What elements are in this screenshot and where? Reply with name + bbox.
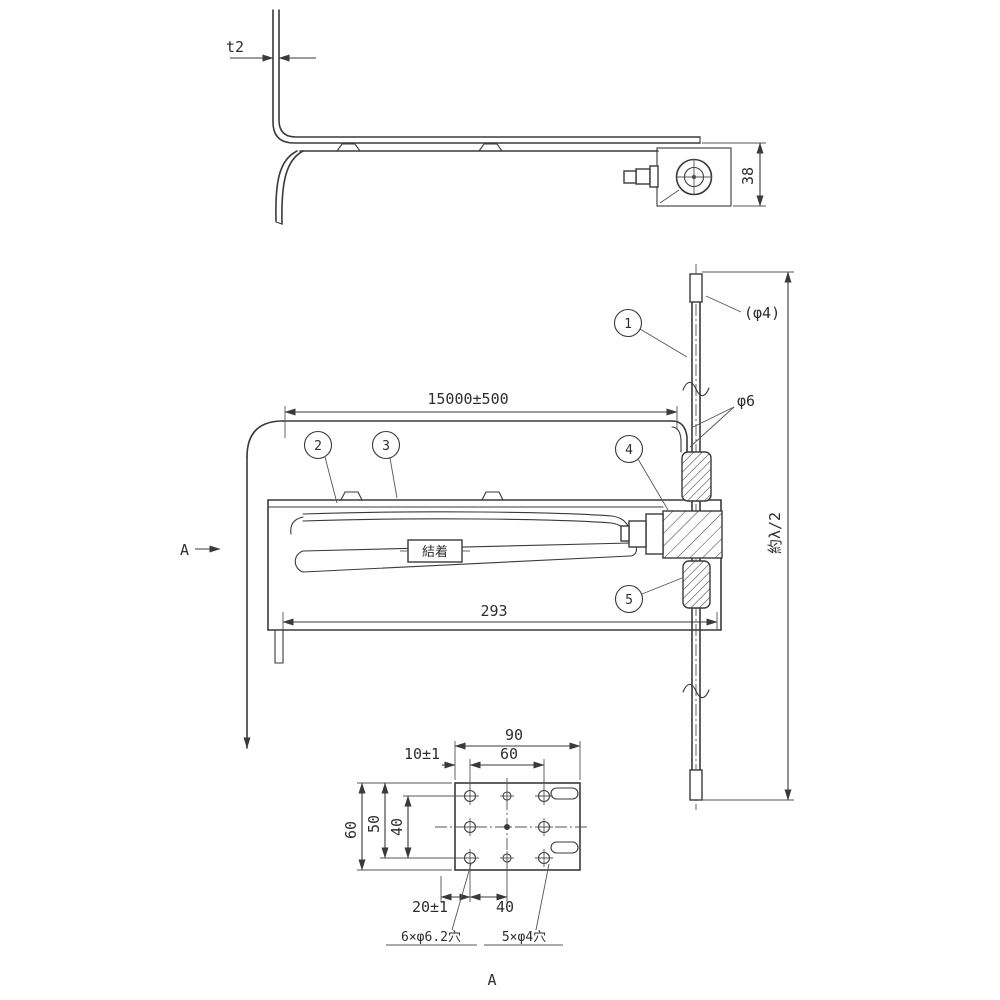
balloon-leader [639,328,688,358]
balloon-circle [613,308,643,338]
cable-run-top [302,511,630,528]
balloon-5: 5 [614,577,683,614]
balloon-2: 2 [303,430,338,504]
cable-length-dim-text: 15000±500 [427,390,508,408]
cable-clip [335,143,362,152]
svg-text:1: 1 [624,317,632,332]
tie-label-text: 結着 [422,544,448,560]
element-dia-text: (φ4) [744,304,780,322]
cable-run-bottom [302,518,630,534]
bracket-slot [294,542,638,573]
cable-dia-text: φ6 [737,392,755,410]
hole-large [461,818,479,836]
coax-connector-body [645,513,664,555]
flange-curve-inner [275,150,298,222]
plate-outline [454,782,581,871]
cable-fitting [649,165,659,188]
plate-inner-line [278,9,701,138]
ferrite-sleeve-upper [681,451,712,502]
element-top-cap [689,273,703,303]
col-pitch-dim-text: 40 [496,898,514,916]
edge-offset-top-text: 10±1 [404,745,440,763]
hole-large [461,849,479,867]
main-assembly-view: 15000±500 結着 293 A [180,264,794,810]
feeder-loop-drop-inner [671,426,682,453]
bracket-width-dim-text: 293 [480,602,507,620]
feeder-loop-corner [246,420,284,458]
break-mark [682,381,710,397]
leader-line [689,406,735,448]
leader-line [692,406,735,428]
height-dim-text: 60 [342,821,360,839]
flange-end-cap [275,221,283,225]
side-profile-view: t2 38 [226,9,766,225]
cable-clip [340,491,363,501]
coax-connector-stub [620,525,630,542]
leader-line [451,863,472,931]
width-dim-text: 90 [505,726,523,744]
inner-height-dim-text: 50 [365,815,383,833]
plate-outer-line [272,9,701,144]
slot-hole [550,787,579,800]
cable-fitting [623,170,637,184]
edge-offset-bottom-text: 20±1 [412,898,448,916]
detail-view-a: 90 60 10±1 60 50 40 20±1 40 6×φ6.2穴 5×φ4… [342,726,590,989]
hole-large [535,818,553,836]
hole-small [500,789,514,803]
balloon-circle [614,584,644,614]
balloon-leader [637,458,669,511]
balloon-leader [324,456,338,504]
cable-end-curl [290,516,304,535]
view-label-text: A [487,971,496,989]
balloon-leader [389,457,398,499]
leader-line [535,863,550,931]
balloon-3: 3 [371,430,401,499]
hole-span-dim-text: 60 [500,745,518,763]
hole-grid [461,787,553,867]
balloon-leader [641,577,683,595]
hole-center [504,824,510,830]
svg-text:3: 3 [382,439,390,454]
row-pitch-dim-text: 40 [388,818,406,836]
balloon-circle [371,430,401,460]
thickness-dim-text: t2 [226,38,244,56]
feeder-loop-drop-outer [671,420,688,453]
large-holes-note-text: 6×φ6.2穴 [401,930,461,945]
cable-clip [477,143,504,152]
hole-small [500,851,514,865]
section-arrow-text: A [180,541,189,559]
element-bottom-cap [689,769,703,801]
cable-fitting [635,168,651,185]
small-holes-note-text: 5×φ4穴 [502,930,546,945]
balloon-1: 1 [613,308,688,358]
coax-connector-nut [628,520,647,548]
element-base-block [662,510,723,559]
svg-text:2: 2 [314,439,322,454]
svg-text:5: 5 [625,593,633,608]
balloon-4: 4 [614,434,669,511]
balloon-circle [303,430,333,460]
leader-line [705,295,742,313]
flange-curve-outer [281,150,304,225]
slot-hole [550,841,579,854]
cable-clip [481,491,504,501]
hole-large [535,849,553,867]
balloon-circle [614,434,644,464]
svg-text:4: 4 [625,443,633,458]
mount-diagonal [659,189,680,204]
ferrite-sleeve-lower [682,560,711,609]
break-mark [682,683,710,699]
height-dim-text: 38 [739,167,757,185]
element-length-dim-text: 約λ/2 [766,512,784,554]
